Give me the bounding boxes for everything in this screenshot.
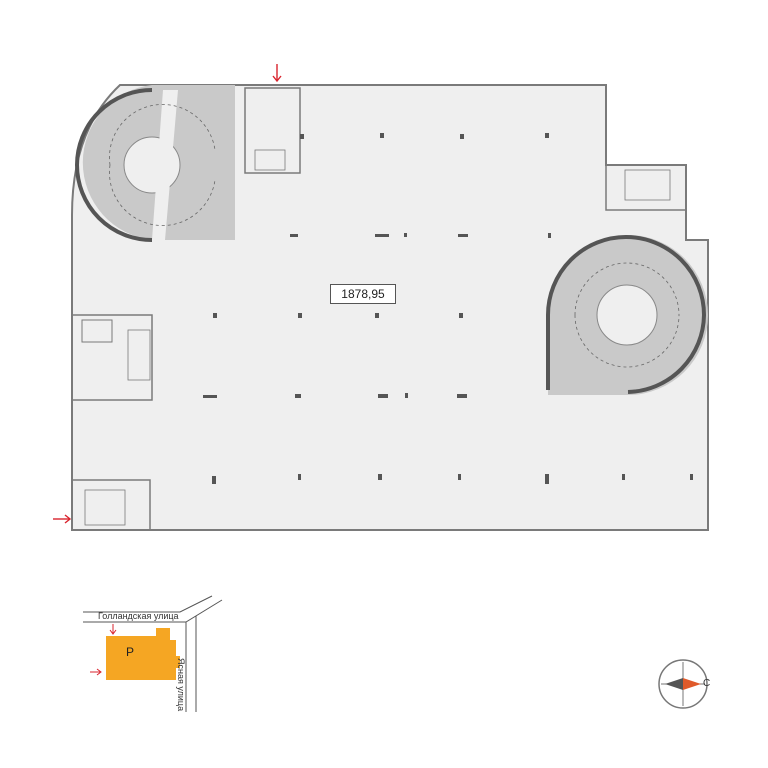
ramp-right bbox=[546, 235, 708, 395]
compass-north-letter: С bbox=[703, 678, 711, 689]
ramp-left bbox=[75, 85, 235, 242]
compass-icon bbox=[658, 659, 708, 709]
service-block-left bbox=[71, 314, 153, 401]
entry-arrow-left bbox=[53, 514, 72, 524]
stair-core-bottom bbox=[71, 479, 151, 531]
street-label-right: Ясная улица bbox=[176, 658, 186, 712]
site-minimap bbox=[83, 595, 223, 712]
street-label-top: Голландская улица bbox=[98, 611, 179, 621]
columns bbox=[203, 133, 693, 484]
entry-arrow-top bbox=[272, 64, 282, 83]
stair-core-top bbox=[244, 87, 301, 174]
parking-label: P bbox=[126, 645, 135, 659]
stair-core-right bbox=[605, 164, 687, 211]
area-label: 1878,95 bbox=[330, 284, 396, 304]
parking-block bbox=[106, 628, 180, 680]
